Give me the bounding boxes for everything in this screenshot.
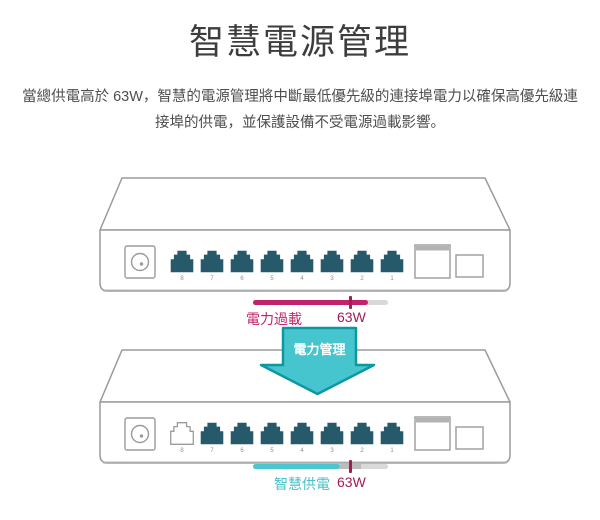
- power-management-arrow-icon: [259, 326, 376, 396]
- rj45-port-icon: [170, 250, 194, 273]
- port-number-label: 1: [390, 276, 394, 282]
- rj45-port-icon: [260, 250, 284, 273]
- rj45-port-icon: [350, 422, 374, 445]
- rj45-port-6-on: 6: [230, 250, 254, 282]
- rj45-port-8-off: 8: [170, 422, 194, 454]
- rj45-port-icon: [380, 250, 404, 273]
- rj45-port-icon: [290, 422, 314, 445]
- rj45-port-icon: [290, 250, 314, 273]
- smart-bar-label: 智慧供電: [274, 476, 330, 492]
- page-description: 當總供電高於 63W，智慧的電源管理將中斷最低優先級的連接埠電力以確保高優先級連…: [22, 89, 578, 131]
- rj45-ports-row: 8 7 6 5 4 3 2 1: [170, 422, 404, 454]
- rj45-port-icon: [170, 422, 194, 445]
- sfp-uplink-ports: [414, 416, 484, 451]
- rj45-port-icon: [200, 250, 224, 273]
- rj45-port-icon: [230, 250, 254, 273]
- overload-bar-label: 電力過載: [246, 311, 302, 327]
- port-number-label: 5: [270, 448, 274, 454]
- rj45-port-icon: [350, 250, 374, 273]
- rj45-port-7-on: 7: [200, 250, 224, 282]
- port-number-label: 3: [330, 448, 334, 454]
- switch-chassis: [99, 177, 511, 292]
- port-number-label: 5: [270, 276, 274, 282]
- rj45-port-1-on: 1: [380, 250, 404, 282]
- rj45-port-icon: [230, 422, 254, 445]
- rj45-port-6-on: 6: [230, 422, 254, 454]
- rj45-port-icon: [320, 250, 344, 273]
- rj45-port-5-on: 5: [260, 422, 284, 454]
- overload-bar-limit-value: 63W: [337, 309, 366, 325]
- port-number-label: 2: [360, 276, 364, 282]
- smart-bar-fill: [253, 464, 340, 469]
- rj45-port-4-on: 4: [290, 250, 314, 282]
- port-number-label: 4: [300, 276, 304, 282]
- rj45-port-8-on: 8: [170, 250, 194, 282]
- port-number-label: 2: [360, 448, 364, 454]
- power-connector-icon: [124, 417, 156, 451]
- rj45-port-icon: [260, 422, 284, 445]
- power-management-arrow-label: 電力管理: [293, 342, 346, 357]
- switch-top-face: [99, 177, 511, 231]
- overload-power-bar: [253, 296, 388, 309]
- smart-power-bar: [253, 460, 388, 473]
- port-number-label: 4: [300, 448, 304, 454]
- switch-illustration-overloaded: 8 7 6 5 4 3 2 1: [90, 172, 520, 302]
- rj45-port-3-on: 3: [320, 422, 344, 454]
- overload-bar-fill: [253, 300, 368, 305]
- page-title: 智慧電源管理: [188, 23, 411, 62]
- rj45-port-icon: [320, 422, 344, 445]
- rj45-port-icon: [380, 422, 404, 445]
- power-limit-marker: [349, 296, 352, 309]
- smart-bar-limit-value: 63W: [337, 474, 366, 490]
- power-connector-icon: [124, 245, 156, 279]
- rj45-port-3-on: 3: [320, 250, 344, 282]
- port-number-label: 6: [240, 276, 244, 282]
- port-number-label: 7: [210, 276, 214, 282]
- power-limit-marker: [349, 460, 352, 473]
- port-number-label: 8: [180, 448, 184, 454]
- port-number-label: 1: [390, 448, 394, 454]
- rj45-port-icon: [200, 422, 224, 445]
- port-number-label: 8: [180, 276, 184, 282]
- rj45-port-5-on: 5: [260, 250, 284, 282]
- sfp-uplink-ports: [414, 244, 484, 279]
- rj45-ports-row: 8 7 6 5 4 3 2 1: [170, 250, 404, 282]
- port-number-label: 3: [330, 276, 334, 282]
- rj45-port-4-on: 4: [290, 422, 314, 454]
- rj45-port-2-on: 2: [350, 422, 374, 454]
- rj45-port-1-on: 1: [380, 422, 404, 454]
- port-number-label: 6: [240, 448, 244, 454]
- port-number-label: 7: [210, 448, 214, 454]
- rj45-port-7-on: 7: [200, 422, 224, 454]
- rj45-port-2-on: 2: [350, 250, 374, 282]
